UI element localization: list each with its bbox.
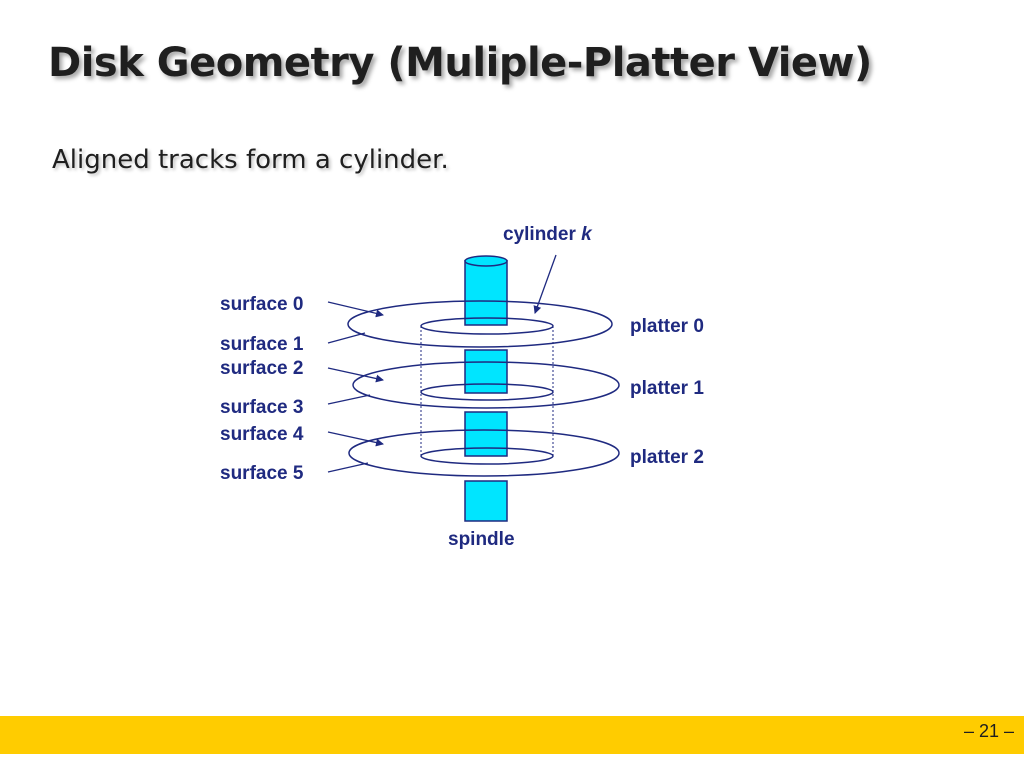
- surface-1-label: surface 1: [220, 334, 304, 355]
- surface-3-label: surface 3: [220, 397, 303, 418]
- footer-bar: – 21 –: [0, 716, 1024, 754]
- surface-4-arrow: [327, 431, 384, 447]
- platter-2-outer-edge: [348, 429, 620, 477]
- spindle-cap: [464, 255, 508, 267]
- surface-1-line: [327, 332, 366, 344]
- cylinder-label-text: cylinder: [503, 224, 581, 245]
- slide-subtitle: Aligned tracks form a cylinder.: [52, 145, 449, 175]
- spindle-segment-bottom: [464, 480, 508, 522]
- platter-1-shape: [352, 361, 620, 409]
- slide-title: Disk Geometry (Muliple-Platter View): [48, 40, 872, 86]
- platter-1-outer-edge: [352, 361, 620, 409]
- cylinder-label-var: k: [581, 224, 593, 245]
- platter-0-outer-edge: [347, 300, 613, 348]
- spindle-segment-mid-1: [464, 349, 508, 394]
- spindle-label: spindle: [448, 529, 515, 550]
- surface-5-label: surface 5: [220, 463, 304, 484]
- spindle: [464, 255, 508, 522]
- leader-lines: [327, 254, 557, 473]
- surface-0-label: surface 0: [220, 294, 303, 315]
- surface-2-label: surface 2: [220, 358, 303, 379]
- spindle-segment-top: [464, 260, 508, 326]
- platter-2-track: [420, 447, 554, 465]
- surface-4-label: surface 4: [220, 424, 304, 445]
- platter-1-label: platter 1: [630, 378, 704, 399]
- platter-1-track: [420, 383, 554, 401]
- page-number: – 21 –: [963, 721, 1014, 741]
- surface-2-arrow: [327, 367, 384, 383]
- platter-2-label: platter 2: [630, 447, 704, 468]
- surface-3-line: [327, 394, 371, 405]
- platter-2-shape: [348, 429, 620, 477]
- cylinder-arrow: [533, 254, 557, 314]
- spindle-segment-mid-2: [464, 411, 508, 457]
- surface-5-line: [327, 462, 369, 473]
- platter-0-track: [420, 317, 554, 335]
- surface-0-arrow: [327, 301, 384, 318]
- platter-0-label: platter 0: [630, 316, 704, 337]
- cylinder-label: cylinder k: [503, 224, 593, 245]
- platter-0-shape: [347, 300, 613, 348]
